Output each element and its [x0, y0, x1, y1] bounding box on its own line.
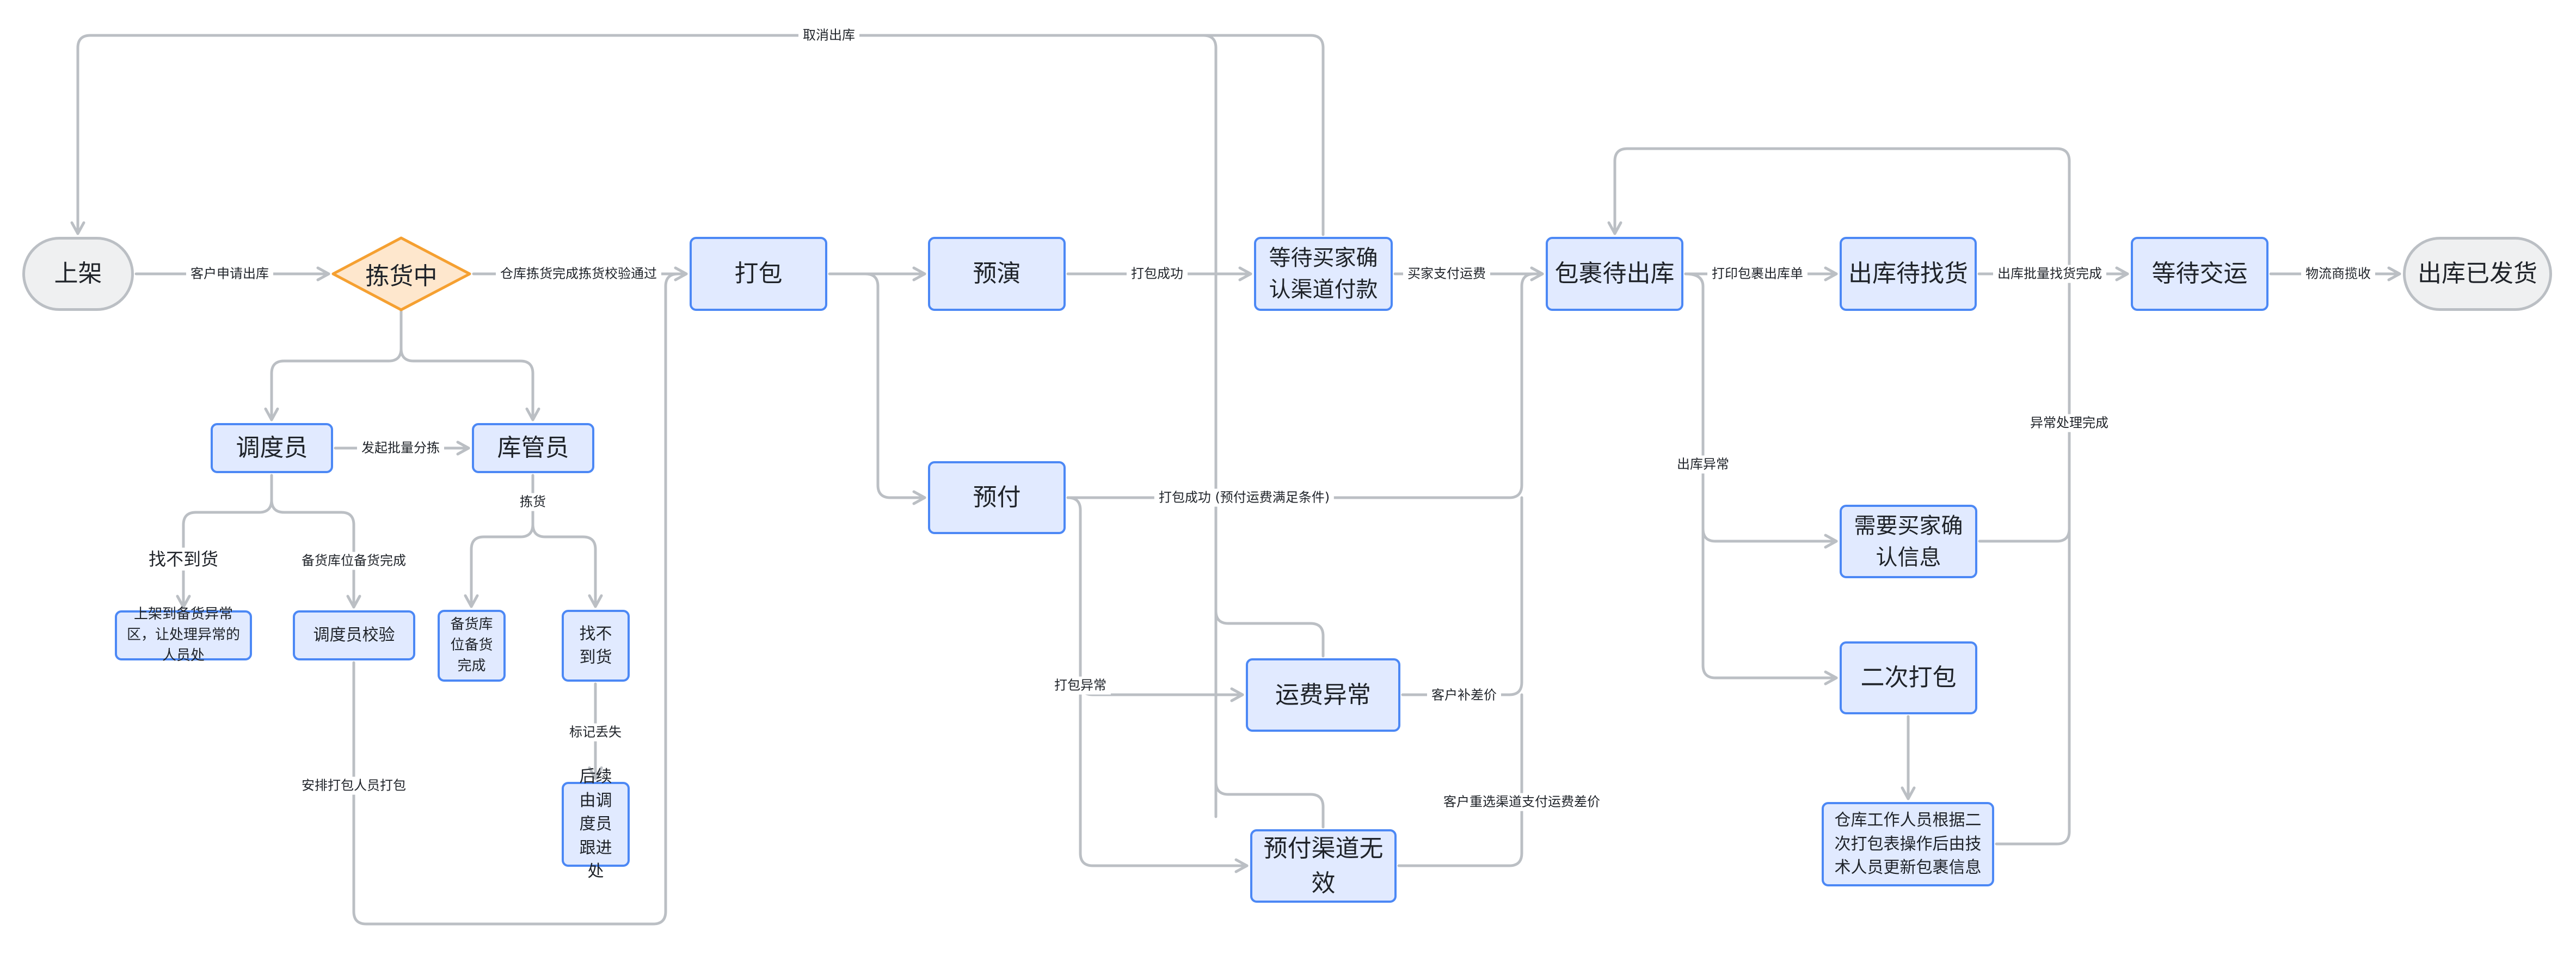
node-dengdai-jiaoyun-label: 等待交运: [2151, 260, 2248, 288]
node-jianhuozhong[interactable]: 拣货中: [332, 237, 471, 311]
node-chuku-daizhaohuo-label: 出库待找货: [1848, 260, 1968, 288]
edge-baoguo-to-exception: [1684, 272, 1838, 549]
label-jianhuo: 拣货: [515, 493, 550, 511]
edge-queren-to-loop: [1978, 527, 2071, 543]
node-yuyan-label: 预演: [973, 260, 1021, 288]
node-dengdai-maijia-label: 等待买家确认渠道付款: [1269, 246, 1378, 302]
node-beihuo-wancheng[interactable]: 备货库位备货完成: [438, 610, 506, 682]
node-jianhuozhong-label: 拣货中: [365, 262, 438, 290]
edge-loop-to-baoguo: [1607, 147, 2071, 833]
node-dengdai-jiaoyun[interactable]: 等待交运: [2131, 237, 2268, 311]
edge-dabao-to-yufu: [864, 272, 926, 505]
node-beihuo-wancheng-label: 备货库位备货完成: [450, 616, 493, 674]
node-kuguanyuan[interactable]: 库管员: [472, 423, 594, 473]
node-yunfei-yichang-label: 运费异常: [1275, 681, 1371, 709]
node-diaoduyuan-label: 调度员: [236, 434, 308, 462]
node-yuyan[interactable]: 预演: [928, 237, 1066, 311]
node-erci-dabao[interactable]: 二次打包: [1840, 641, 1977, 714]
node-baoguo-daichuku[interactable]: 包裹待出库: [1546, 237, 1683, 311]
node-shangjia-yichangqu-label: 上架到备货异常区，让处理异常的人员处: [126, 606, 240, 664]
label-anpai-dabao: 安排打包人员打包: [297, 776, 410, 795]
edge-yufu-to-wuxiao: [1079, 681, 1249, 873]
node-houxu-genjin[interactable]: 后续由调度员跟进处: [562, 767, 630, 881]
node-cangku-gongzuo-label: 仓库工作人员根据二次打包表操作后由技术人员更新包裹信息: [1834, 811, 1982, 878]
label-beihuo-wancheng: 备货库位备货完成: [297, 552, 410, 570]
node-erci-dabao-label: 二次打包: [1860, 664, 1957, 692]
label-dayin-danju: 打印包裹出库单: [1707, 265, 1807, 283]
node-zhaobudao-huo-label: 找不到货: [579, 624, 612, 668]
edge-wuxiao-to-baoguo: [1397, 693, 1523, 867]
edge-exception-to-erci: [1701, 527, 1838, 685]
edge-cancel-trunk: [1202, 34, 1218, 818]
edge-jiaoyan-to-dabao: [352, 272, 680, 926]
label-jianhuo-jiaoyan-tongguo: 仓库拣货完成拣货校验通过: [496, 265, 661, 283]
label-chuku-yichang: 出库异常: [1673, 455, 1733, 474]
edge-diaodu-to-jiaoyan: [270, 498, 361, 609]
label-quxiao-chuku: 取消出库: [798, 26, 859, 45]
label-piliang-zhaohuo: 出库批量找货完成: [1993, 265, 2106, 283]
edge-jianhuo-to-diaodu: [264, 309, 403, 421]
edge-jianhuo-to-kuguan: [399, 347, 540, 421]
label-zhaobudao-huo: 找不到货: [144, 547, 223, 571]
node-shangjia-label: 上架: [54, 260, 102, 288]
node-xuyao-maijia-queren-label: 需要买家确认信息: [1854, 513, 1963, 570]
edge-kuguan-to-zhaobudao: [531, 523, 603, 608]
node-yufu-qudao-wuxiao-label: 预付渠道无效: [1263, 834, 1384, 897]
node-diaoduyuan-jiaoyan[interactable]: 调度员校验: [293, 610, 415, 660]
label-yichang-chuli-wancheng: 异常处理完成: [2026, 414, 2113, 432]
node-dabao[interactable]: 打包: [690, 237, 827, 311]
label-dabao-chenggong-yufu: 打包成功 (预付运费满足条件): [1154, 488, 1335, 507]
label-wuliu-lanshou: 物流商揽收: [2301, 265, 2375, 283]
node-yufu-label: 预付: [973, 483, 1021, 512]
decision-diamond-shape: [331, 236, 471, 311]
node-dabao-label: 打包: [734, 260, 783, 288]
node-chuku-yifahuo[interactable]: 出库已发货: [2403, 237, 2552, 311]
node-kuguanyuan-label: 库管员: [497, 434, 569, 462]
edge-diaodu-to-yichangqu: [176, 474, 273, 609]
node-diaoduyuan-jiaoyan-label: 调度员校验: [313, 626, 395, 645]
node-baoguo-daichuku-label: 包裹待出库: [1554, 260, 1675, 288]
node-chuku-yifahuo-label: 出库已发货: [2418, 260, 2537, 288]
node-dengdai-maijia[interactable]: 等待买家确认渠道付款: [1254, 237, 1393, 311]
node-diaoduyuan[interactable]: 调度员: [211, 423, 333, 473]
edge-cancel-from-dengdai: [70, 34, 1325, 236]
label-maijia-zhifu: 买家支付运费: [1403, 265, 1490, 283]
edge-yunfei-to-baoguo: [1401, 496, 1523, 696]
node-chuku-daizhaohuo[interactable]: 出库待找货: [1840, 237, 1977, 311]
edge-yufu-to-baoguo: [1066, 272, 1536, 499]
node-xuyao-maijia-queren[interactable]: 需要买家确认信息: [1840, 505, 1977, 578]
node-houxu-genjin-label: 后续由调度员跟进处: [579, 767, 612, 881]
node-cangku-gongzuo[interactable]: 仓库工作人员根据二次打包表操作后由技术人员更新包裹信息: [1822, 802, 1994, 886]
label-dabao-chenggong: 打包成功: [1127, 265, 1188, 283]
node-shangjia[interactable]: 上架: [22, 237, 134, 311]
node-yufu[interactable]: 预付: [928, 461, 1066, 534]
label-dabao-yichang: 打包异常: [1050, 676, 1111, 695]
label-kehu-bu-chajia: 客户补差价: [1427, 686, 1501, 705]
label-faqi-fenjian: 发起批量分拣: [357, 439, 444, 457]
edge-cancel-from-yunfei: [1214, 609, 1325, 658]
node-yunfei-yichang[interactable]: 运费异常: [1246, 658, 1400, 732]
edge-cancel-from-wuxiao: [1214, 780, 1325, 829]
node-zhaobudao-huo[interactable]: 找不到货: [562, 610, 630, 682]
label-kehu-shenqing: 客户申请出库: [186, 265, 273, 283]
edge-cangku-to-loop: [1995, 830, 2071, 846]
label-biaoji-diushi: 标记丢失: [565, 723, 626, 742]
node-shangjia-yichangqu[interactable]: 上架到备货异常区，让处理异常的人员处: [115, 606, 252, 664]
label-kehu-chongxuan: 客户重选渠道支付运费差价: [1439, 793, 1604, 811]
node-yufu-qudao-wuxiao[interactable]: 预付渠道无效: [1250, 829, 1397, 903]
